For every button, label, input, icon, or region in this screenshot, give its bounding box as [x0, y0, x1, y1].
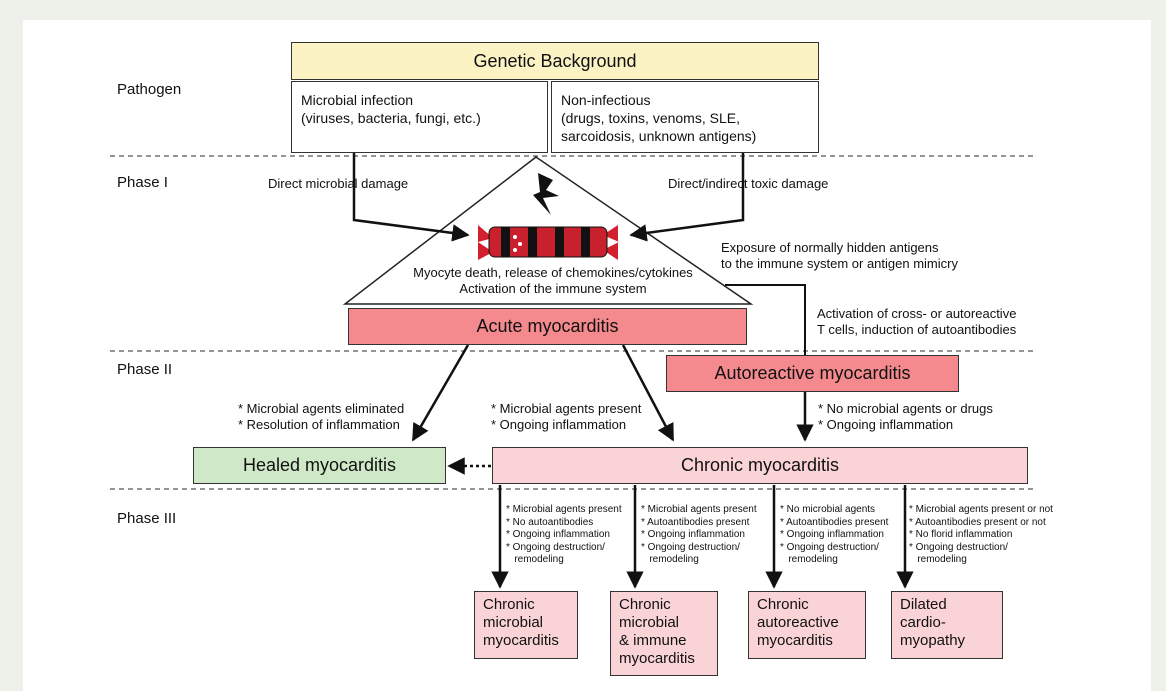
- non-infectious-box: Non-infectious (drugs, toxins, venoms, S…: [551, 81, 819, 153]
- phase-label-1: Phase I: [117, 174, 168, 191]
- autoreactive-myocarditis-box: Autoreactive myocarditis: [666, 355, 959, 392]
- microbial-infection-title: Microbial infection: [301, 92, 414, 108]
- phase-label-2: Phase II: [117, 361, 173, 378]
- branch-1-notes: * Microbial agents present * No autoanti…: [506, 504, 622, 565]
- acute-myocarditis-box: Acute myocarditis: [348, 308, 747, 345]
- no-agents-label: * No microbial agents or drugs * Ongoing…: [818, 401, 993, 432]
- branch-2-notes: * Microbial agents present * Autoantibod…: [641, 504, 757, 565]
- exposure-label: Exposure of normally hidden antigens to …: [721, 240, 958, 271]
- present-label: * Microbial agents present * Ongoing inf…: [491, 401, 642, 432]
- arrow-exposure: [725, 284, 806, 355]
- activation-label: Activation of cross- or autoreactive T c…: [817, 306, 1017, 337]
- branch-4-notes: * Microbial agents present or not * Auto…: [909, 504, 1053, 565]
- healed-myocarditis-box: Healed myocarditis: [193, 447, 446, 484]
- arrow-to-healed: [411, 344, 470, 442]
- eliminated-label: * Microbial agents eliminated * Resoluti…: [238, 401, 405, 432]
- arrow-microbial-damage: [352, 153, 470, 242]
- myocyte-icon: [478, 225, 619, 260]
- outcome-chronic-microbial: Chronic microbial myocarditis: [474, 591, 578, 659]
- lightning-icon: [533, 173, 559, 215]
- non-infectious-detail: (drugs, toxins, venoms, SLE, sarcoidosis…: [561, 110, 757, 144]
- microbial-infection-box: Microbial infection (viruses, bacteria, …: [291, 81, 548, 153]
- direct-microbial-damage-label: Direct microbial damage: [268, 176, 409, 191]
- arrow-to-chronic: [621, 344, 675, 442]
- chronic-myocarditis-box: Chronic myocarditis: [492, 447, 1028, 484]
- non-infectious-title: Non-infectious: [561, 92, 651, 108]
- direct-toxic-damage-label: Direct/indirect toxic damage: [668, 176, 829, 191]
- outcome-chronic-microbial-immune: Chronic microbial & immune myocarditis: [610, 591, 718, 676]
- branch-3-notes: * No microbial agents * Autoantibodies p…: [780, 504, 889, 565]
- phase-label-pathogen: Pathogen: [117, 81, 182, 98]
- diagram-connectors: [110, 153, 1033, 589]
- outcome-dilated-cardiomyopathy: Dilated cardio- myopathy: [891, 591, 1003, 659]
- arrow-toxic-damage: [629, 153, 745, 242]
- microbial-infection-detail: (viruses, bacteria, fungi, etc.): [301, 110, 481, 126]
- outcome-chronic-autoreactive: Chronic autoreactive myocarditis: [748, 591, 866, 659]
- genetic-background-box: Genetic Background: [291, 42, 819, 80]
- diagram-frame: Pathogen Phase I Phase II Phase III Gene…: [23, 20, 1151, 691]
- phase-label-3: Phase III: [117, 510, 177, 527]
- triangle-caption: Myocyte death, release of chemokines/cyt…: [413, 265, 693, 296]
